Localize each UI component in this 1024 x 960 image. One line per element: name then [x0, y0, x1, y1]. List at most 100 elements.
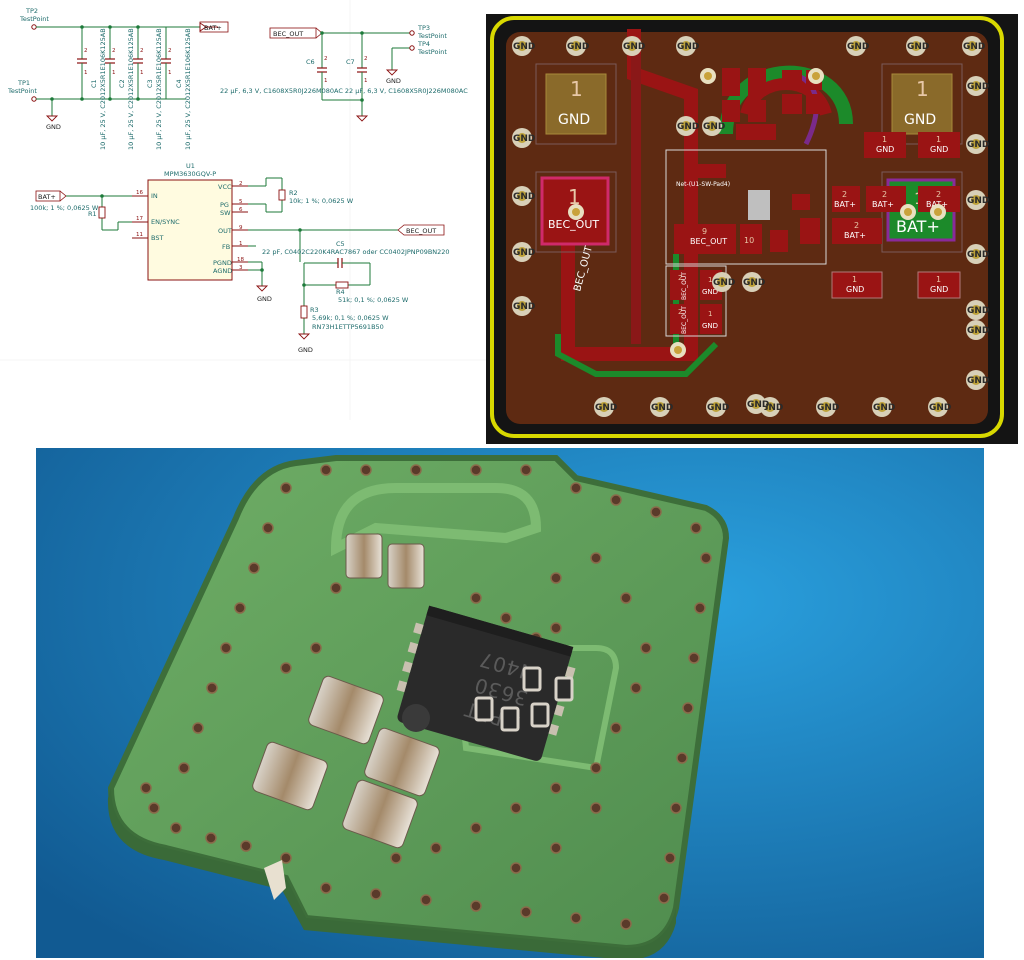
board-drill-hole [320, 882, 332, 894]
board-drill-hole [550, 782, 562, 794]
pad-bat-plus-2d: 2 BAT+ [832, 218, 882, 244]
svg-text:FB: FB [222, 243, 230, 251]
bec-out-label-top: BEC_OUT [269, 27, 323, 39]
svg-text:BEC_OUT: BEC_OUT [681, 306, 688, 334]
via-gnd: GND [712, 272, 735, 292]
svg-text:TP3: TP3 [417, 24, 430, 32]
board-drill-hole [590, 802, 602, 814]
via-bec-out-3 [700, 68, 716, 84]
board-drill-hole [510, 862, 522, 874]
resistor-r1: R1 100k; 1 %; 0,0625 W [30, 204, 106, 219]
board-drill-hole [410, 464, 422, 476]
via-gnd: GND [846, 36, 869, 56]
svg-text:16: 16 [136, 190, 143, 196]
via-gnd-label: GND [743, 278, 765, 288]
board-drill-hole [470, 900, 482, 912]
svg-text:2: 2 [84, 48, 88, 54]
board-drill-hole [620, 592, 632, 604]
schematic-panel: TP2 TestPoint TP1 TestPoint GND BAT+ 2 1… [0, 0, 486, 440]
board-drill-hole [658, 892, 670, 904]
svg-text:2: 2 [324, 56, 328, 62]
photo-small-resistors [474, 666, 574, 732]
cap-c7: C7 2 1 [346, 33, 368, 100]
svg-text:2: 2 [239, 181, 243, 187]
via-gnd-label: GND [677, 42, 699, 52]
pad-bat-plus-2b: 2 BAT+ [866, 186, 906, 212]
svg-text:R2: R2 [289, 189, 298, 197]
board-drill-hole [664, 852, 676, 864]
via-gnd-label: GND [967, 82, 989, 92]
via-gnd-label: GND [967, 140, 989, 150]
svg-text:GND: GND [257, 295, 272, 303]
photo-solder-blob [402, 704, 430, 732]
svg-text:TestPoint: TestPoint [19, 15, 49, 23]
svg-text:C3: C3 [146, 79, 154, 88]
bat-plus-label-ic: BAT+ [35, 190, 67, 202]
pcb-layout-panel: 1 GND 1 GND 1 BEC_OUT 1 BAT+ 1 GND 1 GND… [486, 14, 1018, 444]
svg-text:GND: GND [846, 285, 864, 294]
via-gnd: GND [966, 300, 989, 320]
board-drill-hole [280, 482, 292, 494]
board-drill-hole [205, 832, 217, 844]
board-drill-hole [220, 642, 232, 654]
via-bat-plus-3 [808, 68, 824, 84]
svg-text:2: 2 [678, 308, 682, 316]
ic-net-label: Net-(U1-SW-Pad4) [676, 181, 730, 188]
board-photo-panel: MPPT 3630 N407 [36, 448, 984, 958]
pad-bat-plus-2a: 2 BAT+ [832, 186, 860, 212]
via-gnd: GND [622, 36, 645, 56]
via-bec-out-1 [568, 204, 584, 220]
bec-out-label-ic: BEC_OUT [397, 224, 445, 236]
via-gnd: GND [512, 242, 535, 262]
via-gnd-label: GND [967, 326, 989, 336]
board-drill-hole [550, 842, 562, 854]
svg-text:1: 1 [708, 310, 712, 318]
board-drill-hole [390, 852, 402, 864]
via-gnd-label: GND [967, 196, 989, 206]
cap-c4: 2 1 C4 10 µF, 25 V, C2012X5R1E106K125AB [161, 27, 192, 150]
svg-text:1: 1 [936, 275, 941, 284]
svg-text:2: 2 [168, 48, 172, 54]
board-trace-outline [452, 645, 620, 772]
resistor-r2: R2 10k; 1 %; 0,0625 W [278, 189, 354, 205]
svg-text:PGND: PGND [213, 259, 232, 267]
board-holes-group [140, 464, 712, 930]
cap-c6: C6 2 1 [306, 33, 328, 100]
board-drill-hole [470, 464, 482, 476]
junction [298, 228, 302, 232]
board-drill-hole [262, 522, 274, 534]
board-drill-hole [280, 662, 292, 674]
svg-text:2: 2 [854, 221, 859, 230]
board-drill-hole [610, 722, 622, 734]
via-gnd-label: GND [513, 248, 535, 258]
svg-text:BAT+: BAT+ [844, 231, 866, 240]
via-gnd-label: GND [703, 122, 725, 132]
via-gnd: GND [746, 394, 769, 414]
svg-text:GND: GND [386, 77, 401, 85]
via-gnd: GND [966, 190, 989, 210]
board-drill-hole [420, 894, 432, 906]
ic-u1: U1 MPM3630GQV-P 16 17 11 IN EN/SYNC BST … [132, 162, 248, 281]
pad-ic-9: 9 BEC_OUT [674, 224, 736, 254]
via-gnd: GND [702, 116, 725, 136]
svg-text:6: 6 [239, 207, 243, 213]
svg-text:1: 1 [84, 70, 88, 76]
junction [100, 194, 104, 198]
board-drill-hole [682, 702, 694, 714]
via-gnd: GND [566, 36, 589, 56]
gnd-symbol-ic: GND [255, 285, 272, 303]
board-drill-hole [676, 752, 688, 764]
svg-text:1: 1 [852, 275, 857, 284]
svg-text:TP2: TP2 [25, 7, 38, 15]
via-gnd-label: GND [567, 42, 589, 52]
via-gnd-label: GND [967, 376, 989, 386]
board-drill-hole [590, 762, 602, 774]
photo-cap-6 [342, 779, 418, 849]
svg-text:R1: R1 [88, 210, 97, 218]
bat-plus-label-top: BAT+ [199, 21, 229, 33]
via-gnd: GND [928, 397, 951, 417]
board-drill-hole [248, 562, 260, 574]
svg-text:C7: C7 [346, 58, 355, 66]
via-gnd-label: GND [967, 306, 989, 316]
svg-text:5,69k; 0,1 %; 0,0625 W: 5,69k; 0,1 %; 0,0625 W [312, 314, 389, 322]
